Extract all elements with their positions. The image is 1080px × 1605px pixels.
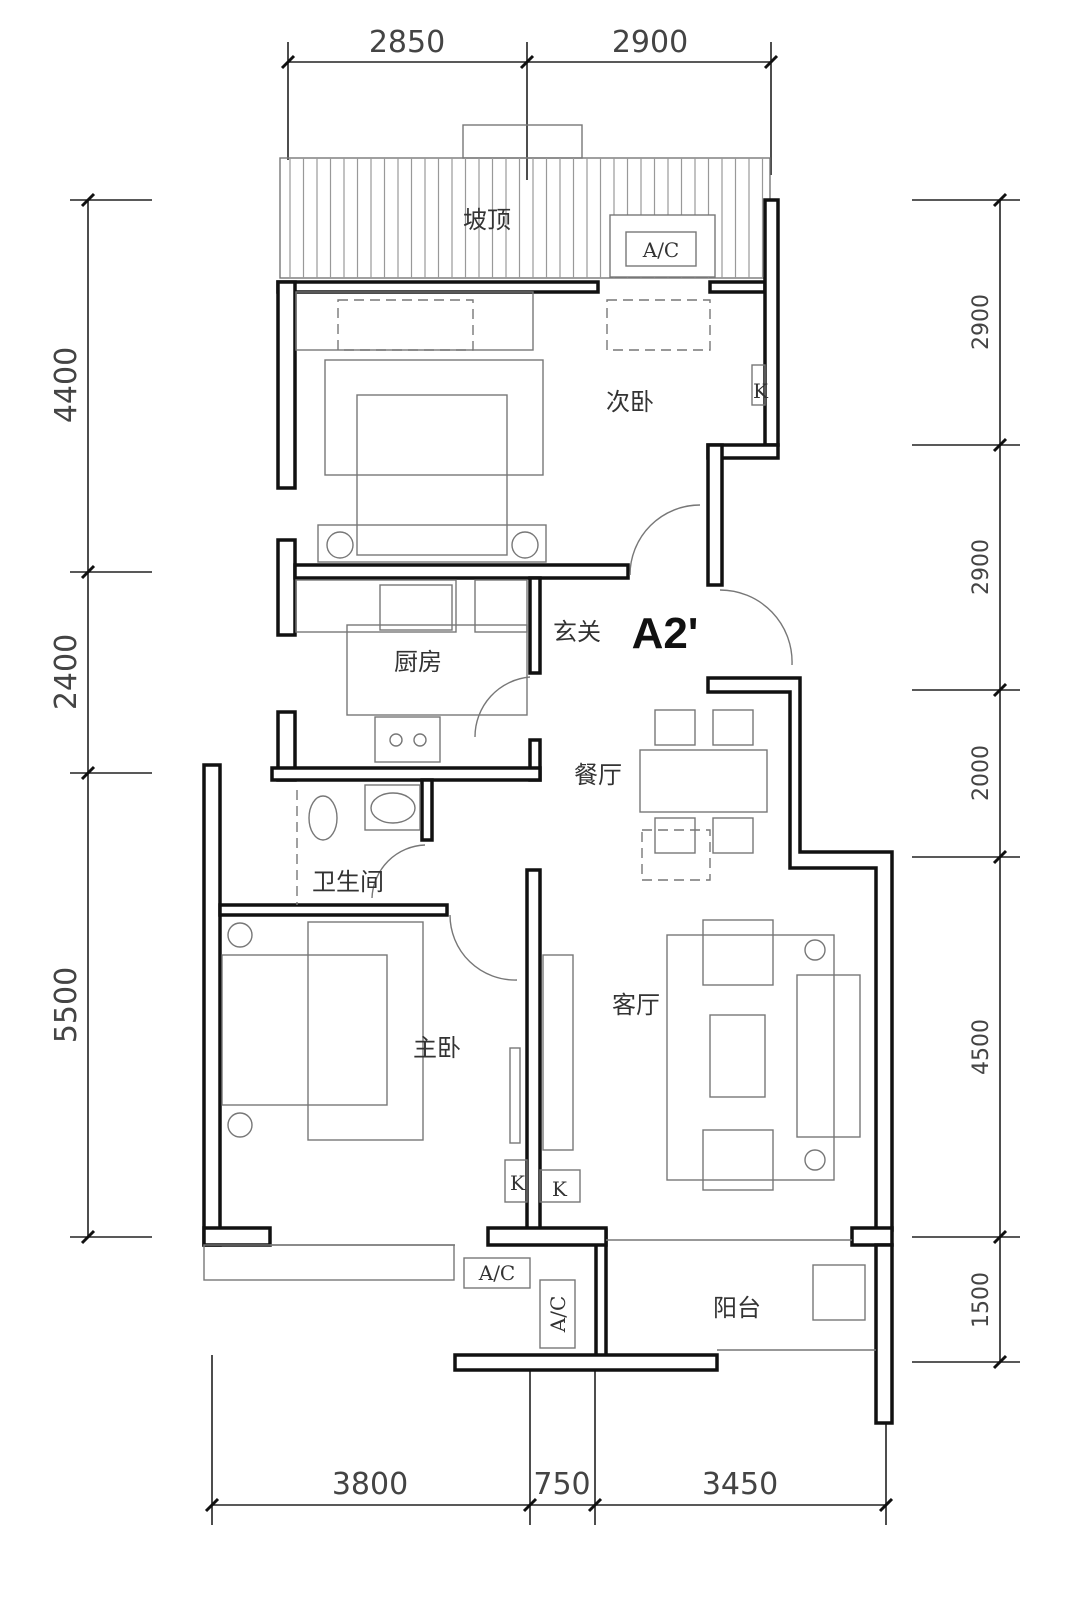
walls: [202, 198, 894, 1425]
furniture: K K K A/C A/C: [221, 291, 866, 1349]
ac-label-2: A/C: [478, 1261, 515, 1285]
dim-right-4: 4500: [969, 1019, 994, 1075]
toilet: [308, 795, 338, 841]
dimension-top: 2850 2900: [280, 25, 779, 180]
unit-code: A2': [632, 609, 699, 658]
sofa: [796, 974, 861, 1138]
label-balcony: 阳台: [713, 1294, 761, 1322]
washing-machine: [812, 1264, 866, 1321]
label-dining: 餐厅: [574, 761, 622, 789]
dim-right-2: 2900: [969, 539, 994, 595]
doors: [371, 504, 793, 981]
dining-table: [639, 749, 768, 813]
label-master-bedroom: 主卧: [413, 1034, 461, 1062]
sloped-roof: A/C: [279, 124, 771, 279]
dim-left-1: 4400: [49, 347, 84, 423]
k-label-3: K: [552, 1177, 568, 1201]
dim-bottom-2: 750: [533, 1467, 590, 1502]
dimension-left: 4400 2400 5500: [49, 192, 152, 1245]
label-second-bedroom: 次卧: [606, 388, 654, 416]
label-bathroom: 卫生间: [312, 868, 384, 896]
label-living: 客厅: [612, 991, 660, 1019]
dim-top-2: 2900: [612, 25, 688, 60]
dim-bottom-1: 3800: [332, 1467, 408, 1502]
dim-top-1: 2850: [369, 25, 445, 60]
label-kitchen: 厨房: [394, 648, 442, 676]
room-labels: 坡顶 次卧 玄关 A2' 厨房 餐厅 卫生间 客厅 主卧 阳台: [312, 206, 761, 1322]
ac-label-roof: A/C: [642, 238, 679, 262]
kitchen-sink: [379, 584, 453, 631]
dim-left-2: 2400: [49, 634, 84, 710]
dim-right-1: 2900: [969, 294, 994, 350]
label-entrance: 玄关: [553, 618, 601, 646]
ac-label-3: A/C: [546, 1296, 570, 1333]
k-label-1: K: [753, 379, 769, 403]
dim-right-5: 1500: [969, 1272, 994, 1328]
tv-cabinet: [542, 954, 574, 1151]
dim-bottom-3: 3450: [702, 1467, 778, 1502]
master-bed: [221, 954, 388, 1106]
dim-left-3: 5500: [49, 967, 84, 1043]
stove: [374, 716, 441, 763]
dimension-right: 2900 2900 2000 4500 1500: [912, 192, 1020, 1370]
dim-right-3: 2000: [969, 745, 994, 801]
dimension-bottom: 3800 750 3450: [204, 1355, 894, 1525]
label-roof: 坡顶: [463, 206, 511, 234]
k-label-2: K: [510, 1171, 526, 1195]
second-bedroom-bed: [356, 394, 508, 556]
